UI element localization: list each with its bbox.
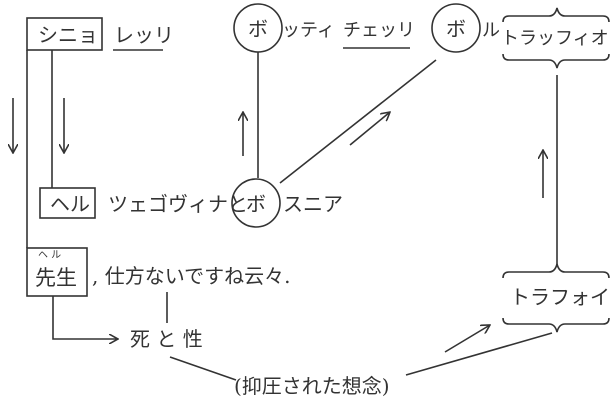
repressed-text: (抑圧された想念) [234, 374, 390, 398]
sensei-box-text: 先生 [35, 266, 77, 290]
connector-death-repressed [169, 356, 237, 381]
diagonal-arrow-icon [349, 112, 390, 146]
sensei-to-death-arrow [52, 296, 118, 339]
boltraffio-brace-text: トラッフィオ [501, 28, 609, 49]
trafoi-brace-text: トラフォイ [510, 285, 610, 309]
trafoi-top-brace [502, 263, 610, 279]
connector-repressed-trafoi [405, 332, 553, 376]
boltraffio-ru-text: ル [482, 20, 500, 41]
bo-circle-bosnia [231, 178, 281, 228]
signorelli-box-text: シニョ [38, 23, 98, 47]
connector-bosnia-boltraffio [279, 59, 437, 184]
bo-circle-boltraffio [431, 3, 481, 53]
signorelli-rest-text: レッリ [114, 23, 174, 47]
sensei-ruby: ヘ ル [38, 250, 61, 261]
sensei-rest-text: , 仕方ないですね云々. [92, 264, 290, 288]
bo-circle-bosnia-text: ボ [246, 192, 266, 216]
herz-rest-text: ツェゴヴィナと [108, 192, 248, 216]
diagonal-arrow-icon [444, 325, 490, 353]
botticelli-rest-a: ッティ [282, 20, 335, 41]
boltraffio-bottom-brace [502, 53, 610, 69]
death-sex-text: 死 と 性 [130, 327, 203, 351]
boltraffio-top-brace [502, 7, 610, 23]
herz-box [39, 187, 96, 219]
bo-circle-boltraffio-text: ボ [446, 17, 466, 41]
sensei-box [26, 247, 88, 297]
bosnia-rest-text: スニア [283, 192, 343, 216]
botticelli-rest-b: チェッリ [343, 20, 415, 41]
bo-circle-botticelli-text: ボ [248, 17, 268, 41]
trafoi-bottom-brace [502, 317, 610, 333]
signorelli-box [26, 17, 103, 51]
herz-box-text: ヘル [50, 192, 90, 216]
